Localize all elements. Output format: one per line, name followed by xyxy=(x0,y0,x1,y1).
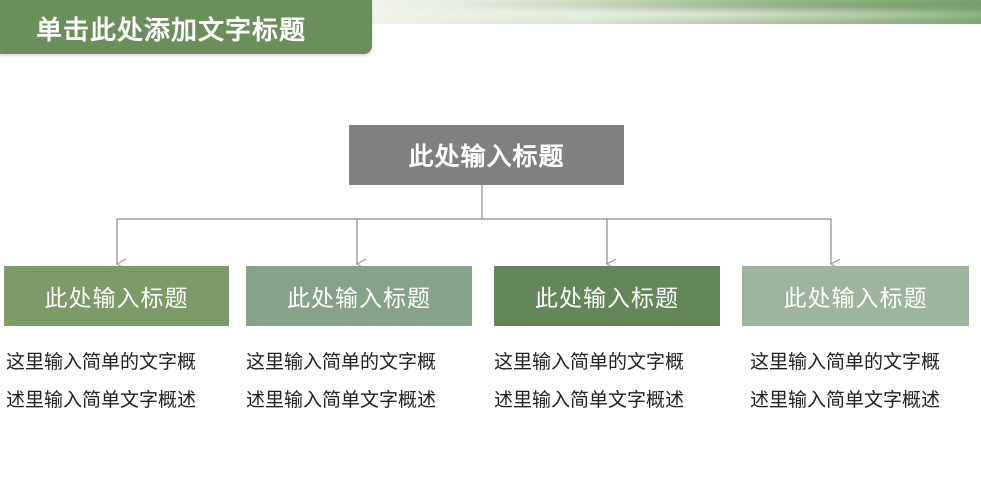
description-line: 这里输入简单的文字概 xyxy=(750,351,941,373)
description-line: 述里输入简单文字概述 xyxy=(750,389,941,411)
description-line: 述里输入简单文字概述 xyxy=(494,389,685,411)
description-line: 这里输入简单的文字概 xyxy=(494,351,685,373)
child-description-3: 这里输入简单的文字概 述里输入简单文字概述 xyxy=(494,343,684,419)
description-line: 这里输入简单的文字概 xyxy=(246,351,437,373)
child-node-3[interactable]: 此处输入标题 xyxy=(494,266,720,326)
child-node-label: 此处输入标题 xyxy=(287,286,431,312)
child-node-label: 此处输入标题 xyxy=(783,286,928,312)
description-line: 述里输入简单文字概述 xyxy=(6,389,197,411)
child-node-1[interactable]: 此处输入标题 xyxy=(4,266,229,326)
child-node-label: 此处输入标题 xyxy=(44,286,189,312)
child-description-1: 这里输入简单的文字概 述里输入简单文字概述 xyxy=(6,343,196,419)
child-description-2: 这里输入简单的文字概 述里输入简单文字概述 xyxy=(246,343,436,419)
root-node-label: 此处输入标题 xyxy=(408,142,565,171)
slide-title[interactable]: 单击此处添加文字标题 xyxy=(36,16,307,46)
child-description-4: 这里输入简单的文字概 述里输入简单文字概述 xyxy=(750,343,940,419)
title-tab: 单击此处添加文字标题 xyxy=(0,0,372,54)
child-node-2[interactable]: 此处输入标题 xyxy=(246,266,472,326)
child-node-label: 此处输入标题 xyxy=(535,286,679,312)
description-line: 这里输入简单的文字概 xyxy=(6,351,197,373)
root-node[interactable]: 此处输入标题 xyxy=(349,125,624,185)
description-line: 述里输入简单文字概述 xyxy=(246,389,437,411)
child-node-4[interactable]: 此处输入标题 xyxy=(742,266,969,326)
